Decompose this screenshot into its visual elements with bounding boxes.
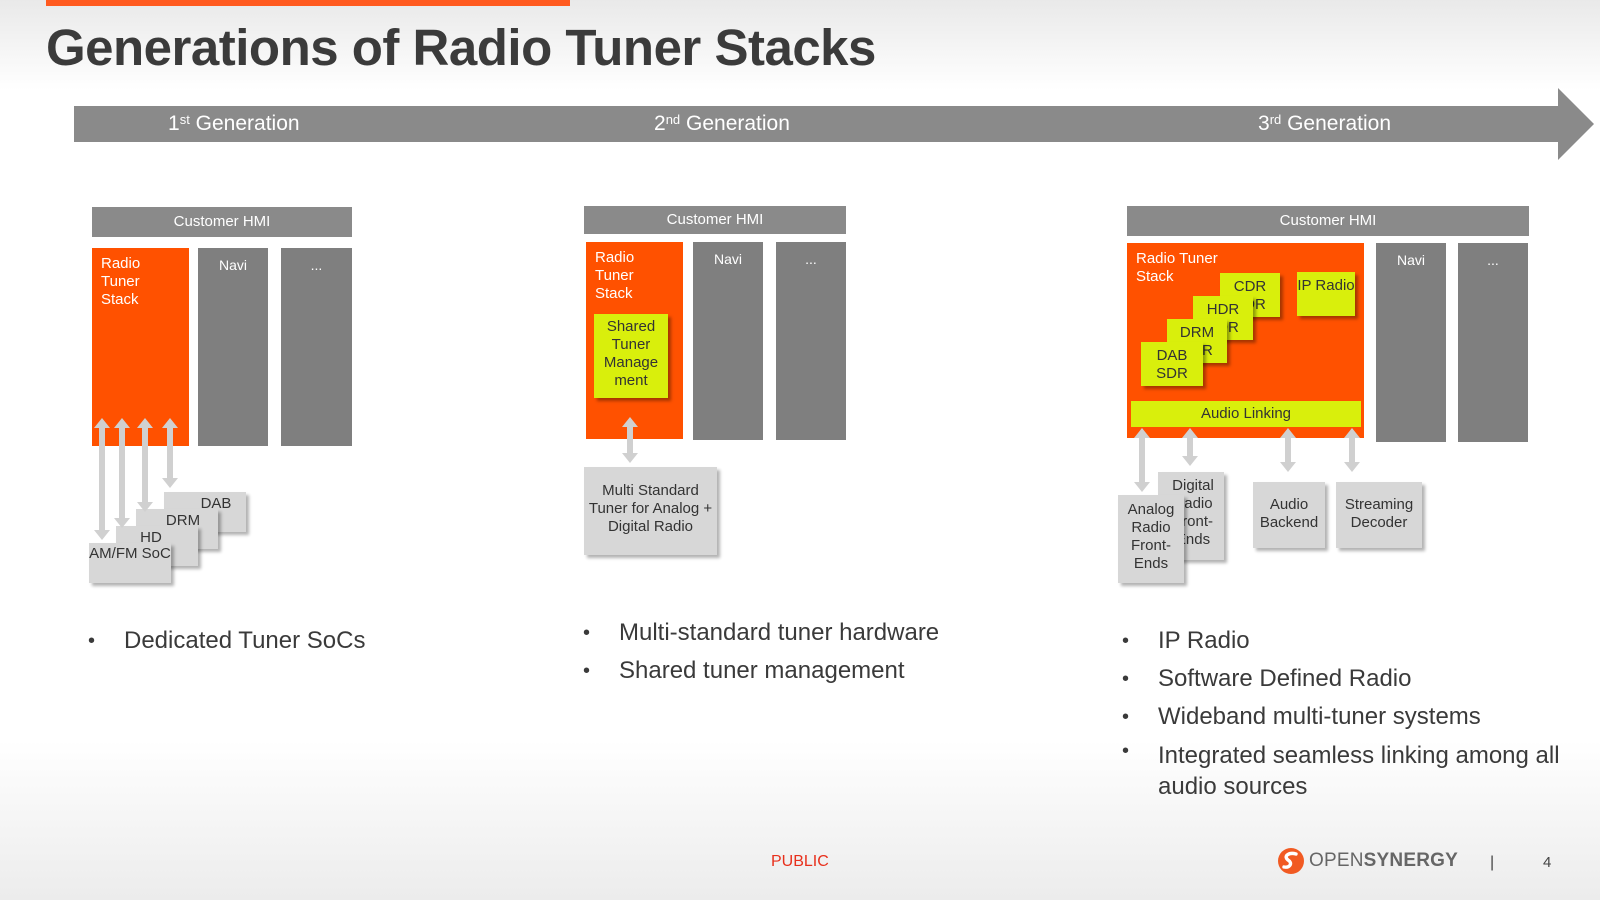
gen3-navi: Navi [1376, 243, 1446, 442]
gen2-label: 2nd Generation [654, 112, 790, 135]
opensynergy-logo-icon [1278, 848, 1304, 874]
slide-title: Generations of Radio Tuner Stacks [46, 19, 876, 76]
gen1-navi: Navi [198, 248, 268, 446]
gen2-shared-tuner-management: Shared Tuner Manage ment [594, 314, 668, 398]
opensynergy-logo-text: OPENSYNERGY [1309, 850, 1458, 871]
gen3-connection-arrows [1134, 428, 1360, 492]
gen1-label: 1st Generation [168, 112, 300, 135]
gen3-analog-radio-frontends: Analog Radio Front-Ends [1118, 495, 1184, 583]
gen3-streaming-decoder: Streaming Decoder [1336, 482, 1422, 548]
gen3-audio-backend: Audio Backend [1253, 482, 1325, 548]
gen3-bullet: Integrated seamless linking among all au… [1122, 736, 1577, 802]
gen2-navi: Navi [693, 242, 763, 440]
gen3-bullet: Wideband multi-tuner systems [1122, 698, 1577, 736]
gen2-connection-arrow [622, 417, 638, 463]
gen1-customer-hmi: Customer HMI [92, 207, 352, 237]
gen3-ip-radio: IP Radio [1297, 272, 1355, 316]
classification-label: PUBLIC [771, 853, 829, 870]
gen3-dab-sdr: DAB SDR [1141, 342, 1203, 386]
gen1-card-amfm-soc: AM/FM SoC [89, 543, 171, 583]
gen3-audio-linking: Audio Linking [1131, 401, 1361, 427]
gen2-multi-standard-tuner: Multi Standard Tuner for Analog + Digita… [584, 467, 717, 555]
gen1-bullet-list: Dedicated Tuner SoCs [88, 622, 508, 660]
gen3-label: 3rd Generation [1258, 112, 1391, 135]
gen2-more: ... [776, 242, 846, 440]
top-accent-bar [46, 0, 570, 6]
gen2-customer-hmi: Customer HMI [584, 206, 846, 234]
gen2-bullet-list: Multi-standard tuner hardware Shared tun… [583, 614, 1063, 690]
gen2-bullet: Shared tuner management [583, 652, 1063, 690]
page-number: 4 [1543, 854, 1552, 871]
gen3-customer-hmi: Customer HMI [1127, 206, 1529, 236]
gen3-more: ... [1458, 243, 1528, 442]
timeline-arrow-body [74, 106, 1561, 142]
gen1-connection-arrows [94, 418, 178, 540]
opensynergy-logo: OPENSYNERGY [1277, 847, 1458, 875]
timeline-arrow-head [1558, 88, 1594, 160]
gen3-bullet-list: IP Radio Software Defined Radio Wideband… [1122, 622, 1577, 802]
gen3-bullet: IP Radio [1122, 622, 1577, 660]
footer-separator: | [1490, 854, 1495, 871]
gen1-radio-tuner-stack: Radio Tuner Stack [92, 248, 189, 446]
gen2-bullet: Multi-standard tuner hardware [583, 614, 1063, 652]
gen3-bullet: Software Defined Radio [1122, 660, 1577, 698]
gen1-bullet: Dedicated Tuner SoCs [88, 622, 508, 660]
gen1-more: ... [281, 248, 352, 446]
